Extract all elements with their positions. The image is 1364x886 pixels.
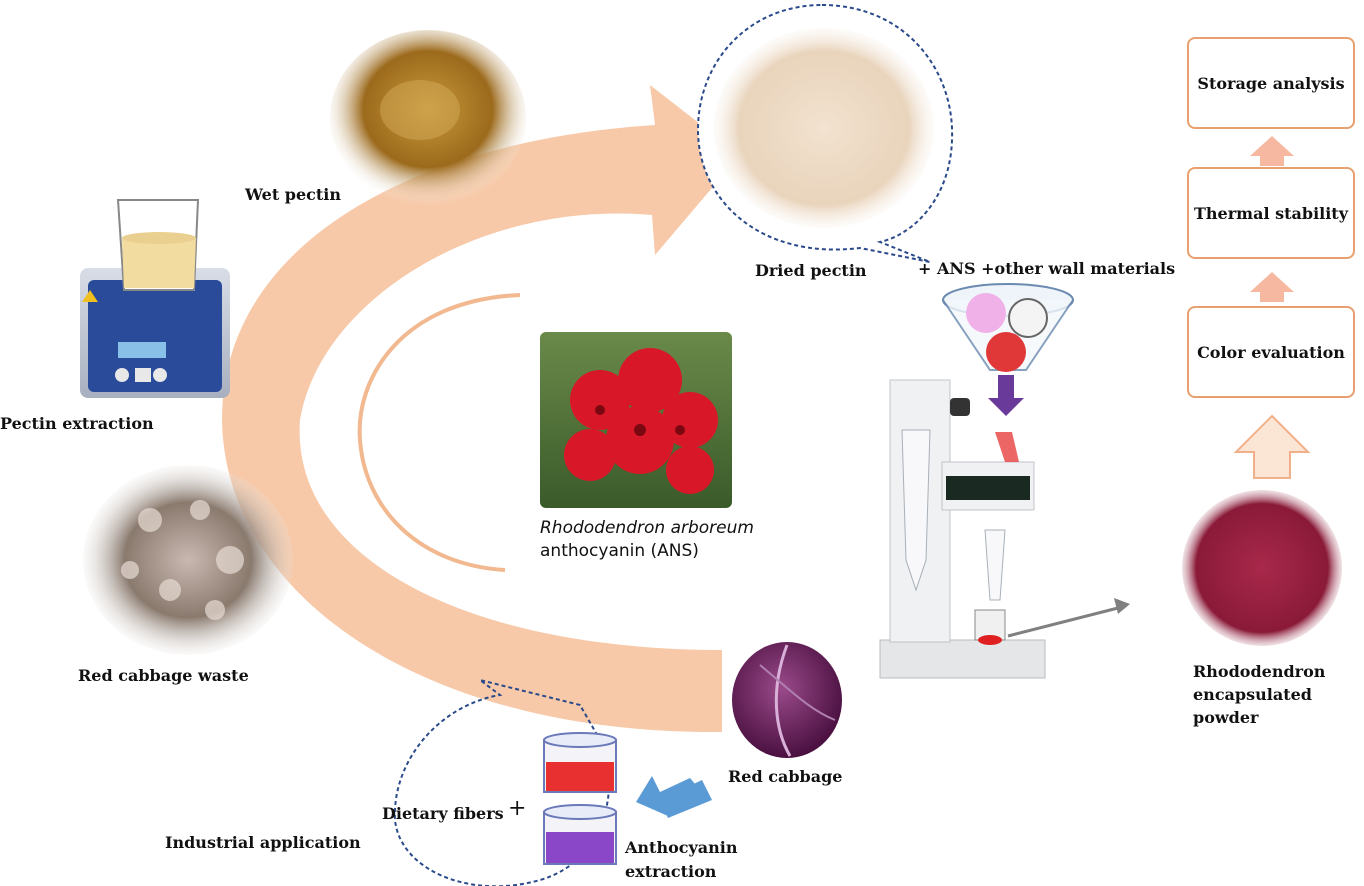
powder-arrow-line	[1007, 606, 1119, 638]
analysis-arrow-top	[1250, 136, 1294, 166]
anthocyanin-beaker-red	[543, 732, 617, 793]
powder-label-line1: Rhododendron	[1193, 662, 1326, 681]
blue-arrow-icon	[636, 776, 700, 816]
rhododendron-species-label: Rhododendron arboreum	[540, 518, 754, 538]
industrial-bubble	[393, 679, 611, 886]
anthocyanin-beaker-purple	[543, 804, 617, 865]
pectin-extraction-label: Pectin extraction	[0, 414, 154, 433]
storage-analysis-box: Storage analysis	[1187, 37, 1355, 129]
spray-dryer-image	[879, 379, 1046, 679]
industrial-application-label: Industrial application	[165, 833, 361, 852]
red-cabbage-image	[732, 642, 842, 758]
ultrasonic-bath-image	[80, 199, 230, 398]
powder-label-line3: powder	[1193, 708, 1259, 727]
rhododendron-flower-image	[540, 332, 732, 508]
inner-arc	[357, 293, 521, 572]
ans-wall-materials-label: + ANS +other wall materials	[918, 259, 1176, 278]
purple-down-arrow-icon	[988, 375, 1024, 416]
funnel-image	[942, 283, 1074, 372]
analysis-arrow-mid	[1250, 272, 1294, 302]
main-flow-arrow	[222, 85, 740, 733]
dried-pectin-image	[714, 28, 934, 228]
wet-pectin-label: Wet pectin	[245, 185, 342, 204]
anthocyanin-extraction-label-line1: Anthocyanin	[625, 838, 738, 857]
analysis-arrow-large	[1233, 414, 1311, 479]
thermal-stability-box: Thermal stability	[1187, 167, 1355, 259]
dried-pectin-label: Dried pectin	[755, 261, 867, 280]
anthocyanin-extraction-label-line2: extraction	[625, 862, 717, 881]
red-cabbage-waste-image	[83, 465, 293, 655]
rhododendron-powder-image	[1182, 490, 1342, 646]
plus-sign: +	[508, 796, 527, 821]
powder-label-line2: encapsulated	[1193, 685, 1312, 704]
rhododendron-ans-label: anthocyanin (ANS)	[540, 541, 699, 561]
color-evaluation-box: Color evaluation	[1187, 306, 1355, 398]
red-cabbage-label: Red cabbage	[728, 767, 843, 786]
dietary-fibers-label: Dietary fibers	[382, 804, 504, 823]
red-cabbage-waste-label: Red cabbage waste	[78, 666, 249, 685]
